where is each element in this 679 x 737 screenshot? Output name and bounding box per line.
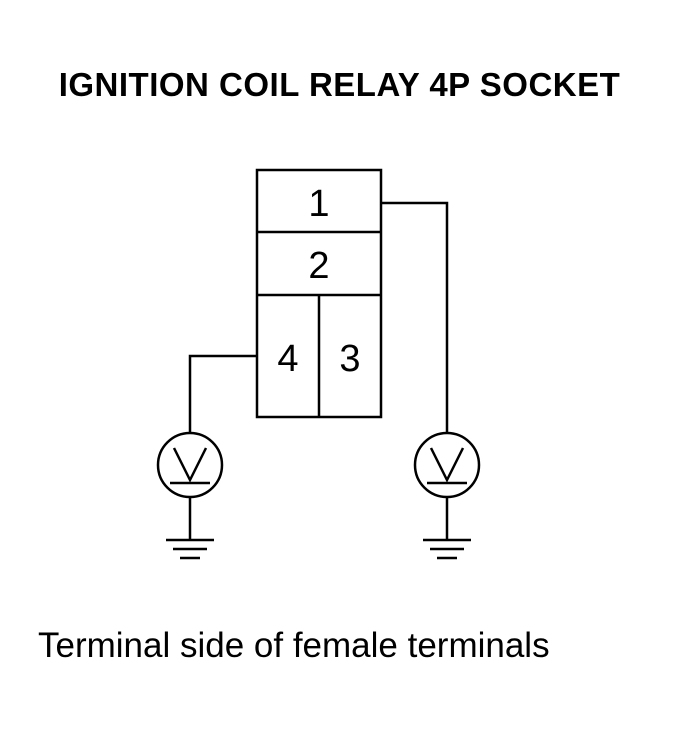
diagram-title: IGNITION COIL RELAY 4P SOCKET (58, 66, 621, 103)
terminal-1-label: 1 (308, 183, 329, 225)
right-ground-icon (423, 497, 471, 560)
wire-terminal-1 (381, 201, 449, 433)
terminal-2-label: 2 (308, 245, 329, 287)
right-tester-symbol (413, 431, 481, 499)
wire-terminal-4 (188, 354, 257, 433)
left-tester-symbol (156, 431, 224, 499)
terminal-4-label: 4 (277, 338, 298, 380)
left-ground-icon (166, 497, 214, 560)
terminal-3-label: 3 (339, 338, 360, 380)
diagram-caption: Terminal side of female terminals (38, 626, 550, 665)
